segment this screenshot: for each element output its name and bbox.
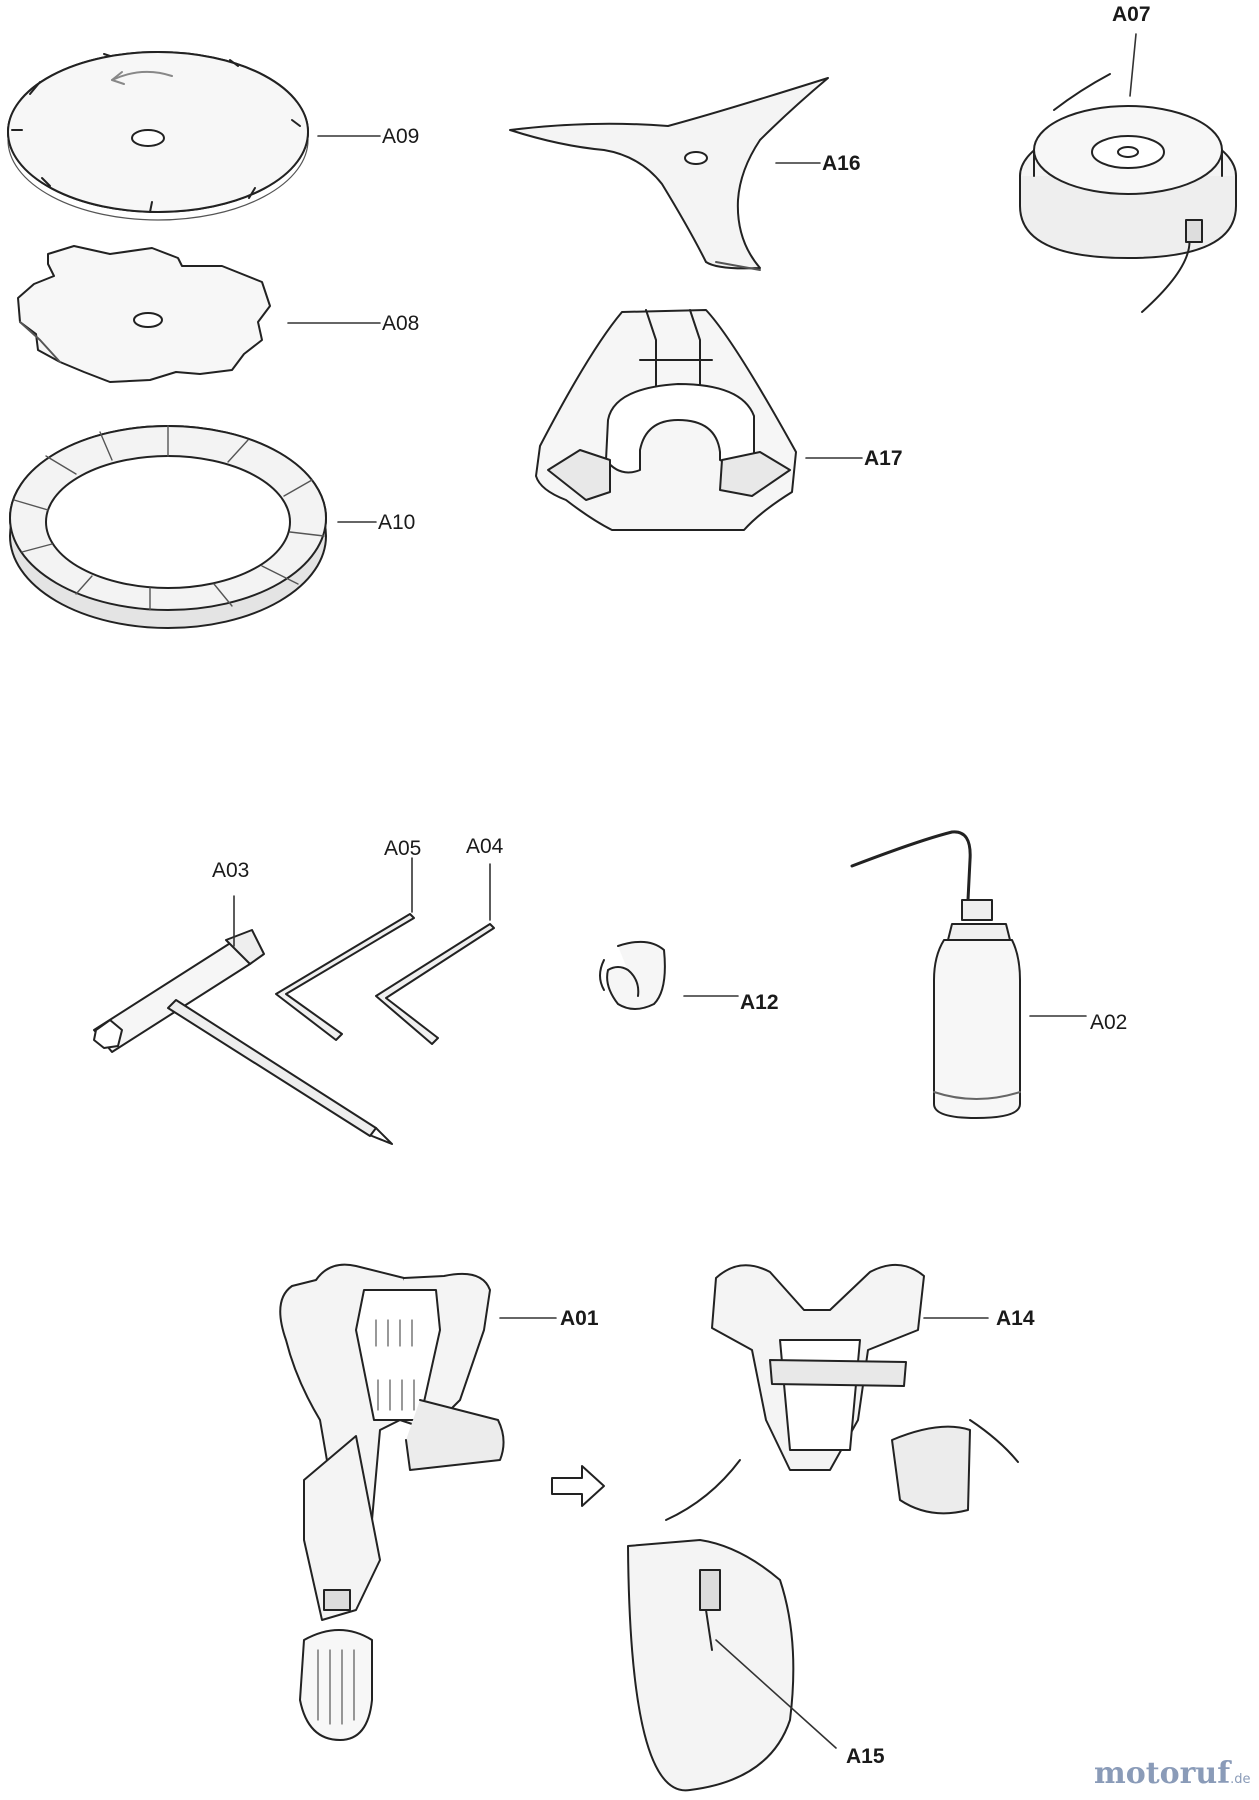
clip-a12-drawing	[599, 940, 666, 1010]
hex-key-a04-drawing	[375, 923, 495, 1045]
label-a07: A07	[1112, 3, 1151, 26]
label-a05: A05	[384, 837, 422, 860]
watermark-logo: motoruf.de	[1094, 1756, 1251, 1791]
label-a03: A03	[212, 859, 250, 882]
blade-a16-drawing	[509, 77, 829, 271]
label-a08: A08	[382, 312, 420, 335]
blade-a09-drawing	[7, 51, 309, 221]
label-a01: A01	[560, 1307, 599, 1330]
blade-a08-drawing	[17, 245, 271, 383]
watermark-brand: motoruf	[1094, 1756, 1231, 1791]
label-a09: A09	[382, 125, 420, 148]
watermark-tld: .de	[1230, 1772, 1251, 1787]
wrench-a03-drawing	[93, 929, 393, 1145]
transition-arrow	[551, 1465, 605, 1507]
harness-a14-drawing	[627, 1264, 1019, 1792]
bottle-a02-drawing	[850, 830, 1021, 1119]
label-a04: A04	[466, 835, 504, 858]
label-a16: A16	[822, 152, 861, 175]
label-a15: A15	[846, 1745, 885, 1768]
label-a02: A02	[1090, 1011, 1128, 1034]
label-a17: A17	[864, 447, 903, 470]
harness-a01-drawing	[279, 1263, 505, 1741]
leader-lines	[233, 33, 1137, 1749]
label-a14: A14	[996, 1307, 1035, 1330]
trimmer-head-a07-drawing	[1019, 73, 1237, 313]
label-a12: A12	[740, 991, 779, 1014]
label-a10: A10	[378, 511, 416, 534]
guard-ring-a10-drawing	[9, 425, 327, 629]
guard-a17-drawing	[535, 309, 797, 531]
hex-key-a05-drawing	[275, 913, 415, 1041]
